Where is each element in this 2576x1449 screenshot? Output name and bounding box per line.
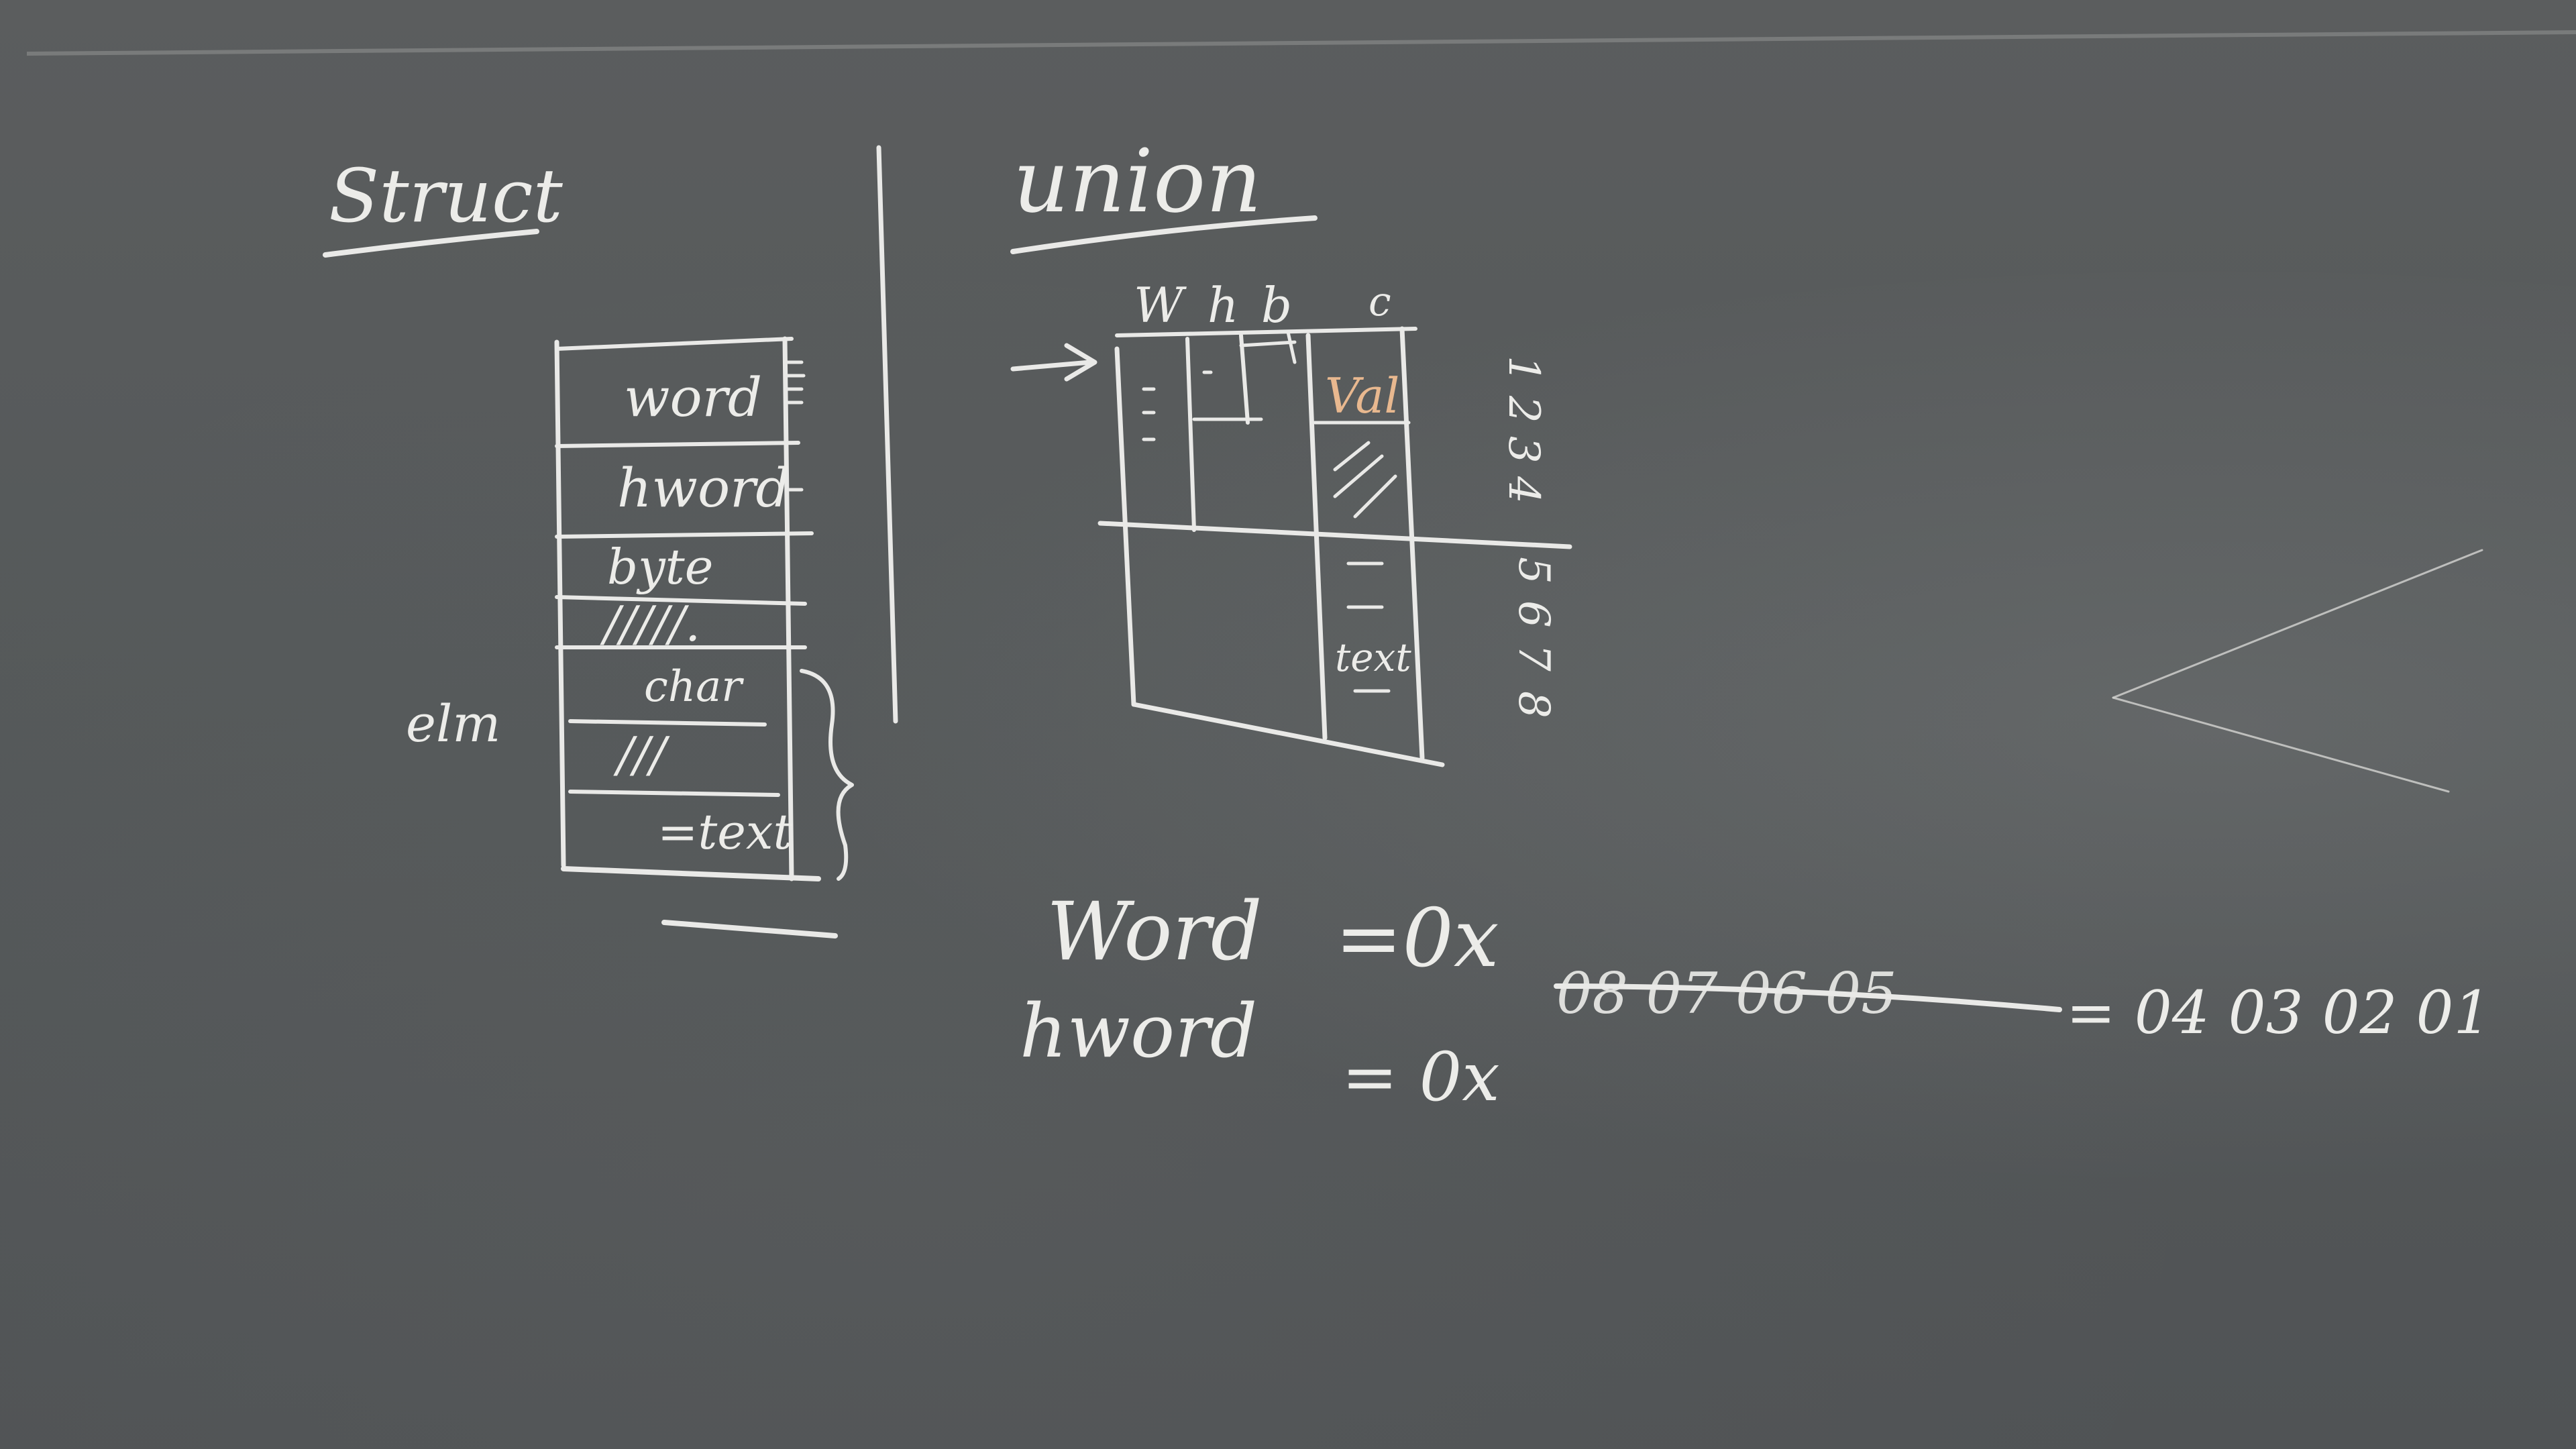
- struct-title-underline: [323, 229, 539, 258]
- byte-index-column: 1 2 3 4 5 6 7 8: [1499, 356, 1558, 718]
- struct-field-padding-2: ///: [613, 727, 671, 783]
- byte-index-6: 6: [1509, 600, 1558, 628]
- struct-field-text: =text: [657, 804, 793, 860]
- union-table: [1010, 326, 1572, 767]
- struct-box: [554, 336, 854, 938]
- eq-word-value: = 04 03 02 01: [2066, 978, 2491, 1047]
- struct-field-word: word: [624, 366, 762, 429]
- union-col-h: h: [1208, 277, 1238, 333]
- struct-title: Struct: [329, 153, 564, 239]
- union-col-w: W: [1134, 277, 1187, 333]
- union-title-underline: [1010, 215, 1318, 254]
- eq-hword-lhs: hword: [1020, 988, 1257, 1074]
- eq-hword-rhs: = 0x: [1342, 1038, 1500, 1116]
- union-cell-text: text: [1335, 635, 1411, 680]
- byte-index-5: 5: [1509, 557, 1558, 584]
- byte-index-1: 1: [1499, 356, 1548, 383]
- union-cell-val: Val: [1325, 368, 1399, 424]
- struct-side-label: elm: [406, 694, 500, 753]
- union-col-b: b: [1261, 277, 1292, 333]
- struct-field-byte: byte: [607, 539, 713, 595]
- byte-index-4: 4: [1499, 476, 1548, 504]
- byte-index-3: 3: [1499, 436, 1548, 464]
- eq-word-rhs: =0x: [1335, 892, 1499, 985]
- struct-field-char: char: [644, 662, 744, 712]
- byte-index-8: 8: [1509, 691, 1558, 718]
- byte-index-2: 2: [1499, 395, 1548, 423]
- strikethrough-line: [1554, 983, 2062, 1012]
- byte-index-7: 7: [1509, 644, 1558, 672]
- struct-field-hword: hword: [617, 457, 790, 519]
- eq-word-lhs: Word: [1046, 885, 1263, 979]
- union-title: union: [1013, 130, 1262, 232]
- union-col-c: c: [1368, 278, 1391, 325]
- struct-field-padding: /////.: [600, 596, 700, 652]
- divider-line: [876, 145, 898, 724]
